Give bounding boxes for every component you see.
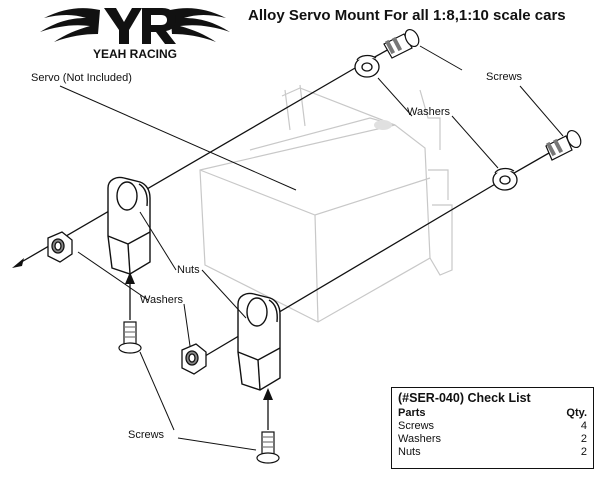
check-list-title: (#SER-040) Check List (398, 391, 531, 405)
check-list-row: Screws 4 (398, 420, 587, 433)
label-nuts: Nuts (177, 264, 200, 276)
screw-bottom-vertical (256, 431, 280, 464)
yeah-racing-logo: YEAH RACING (40, 8, 230, 61)
part-qty: 2 (580, 446, 587, 458)
washer-bottom (492, 167, 518, 191)
header-parts: Parts (398, 407, 426, 419)
page-title: Alloy Servo Mount For all 1:8,1:10 scale… (248, 7, 566, 24)
part-qty: 4 (580, 420, 587, 432)
screw-right (545, 129, 582, 161)
header-qty: Qty. (566, 407, 587, 419)
screw-top (383, 28, 420, 59)
part-qty: 2 (580, 433, 587, 445)
label-servo: Servo (Not Included) (31, 72, 132, 84)
label-screws-top: Screws (486, 71, 523, 83)
washer-top (354, 54, 380, 78)
label-washers-top: Washers (407, 106, 450, 118)
part-name: Screws (398, 420, 435, 432)
nut-left (47, 231, 73, 263)
part-name: Nuts (398, 446, 421, 458)
check-list-row: Nuts 2 (398, 446, 587, 459)
label-washers-left: Washers (140, 294, 183, 306)
screw-left-vertical (118, 321, 142, 354)
servo-illustration (199, 84, 453, 323)
check-list-box: (#SER-040) Check List Parts Qty. Screws … (391, 387, 594, 469)
label-screws-bottom: Screws (128, 429, 165, 441)
servo-mount-bracket-right (237, 292, 281, 391)
logo-text: YEAH RACING (93, 47, 177, 61)
servo-mount-bracket-left (107, 176, 151, 275)
nut-right (181, 343, 207, 375)
check-list-header: Parts Qty. (398, 407, 587, 420)
check-list-row: Washers 2 (398, 433, 587, 446)
part-name: Washers (398, 433, 441, 445)
